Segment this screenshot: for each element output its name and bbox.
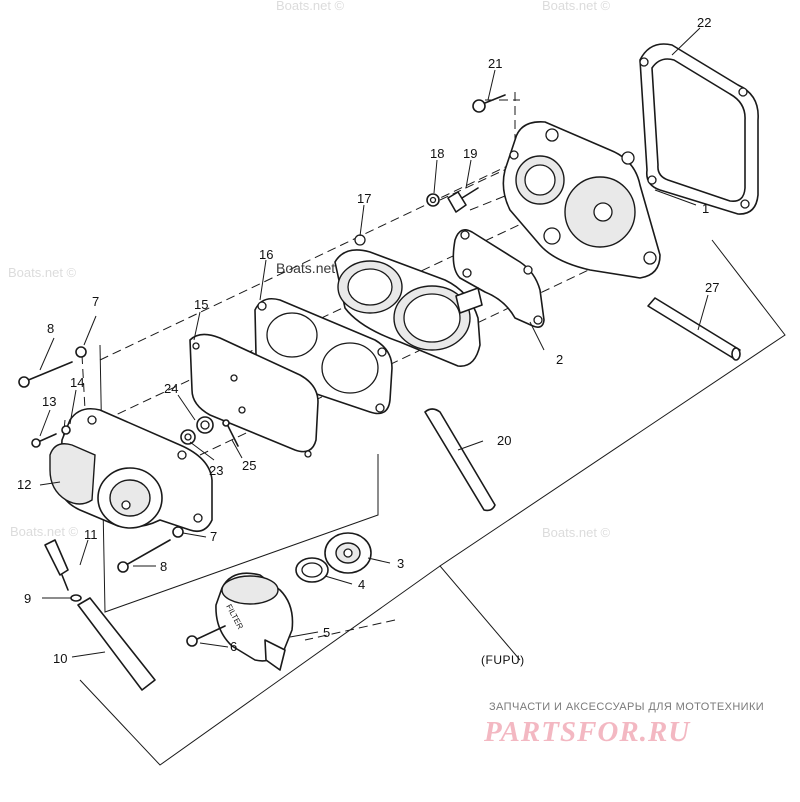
callout-17: 17 xyxy=(357,191,371,206)
callout-19: 19 xyxy=(463,146,477,161)
callout-7-top: 7 xyxy=(92,294,99,309)
callout-18: 18 xyxy=(430,146,444,161)
callout-13: 13 xyxy=(42,394,56,409)
part-14-washer xyxy=(61,425,71,435)
part-12-pump-body xyxy=(49,407,213,533)
part-9-clip xyxy=(70,594,82,602)
callout-6: 6 xyxy=(230,639,237,654)
part-7-washer-bottom xyxy=(172,526,184,538)
part-17-diaphragm-body xyxy=(334,234,483,367)
callout-7-bottom: 7 xyxy=(210,529,217,544)
callout-27: 27 xyxy=(705,280,719,295)
callout-9: 9 xyxy=(24,591,31,606)
part-13-small-screw xyxy=(31,433,57,448)
callout-1: 1 xyxy=(702,201,709,216)
part-3-filter-screen xyxy=(324,532,372,574)
part-19-bolt xyxy=(447,187,479,213)
leader-lines xyxy=(39,27,709,658)
part-8-screw-top xyxy=(18,361,73,388)
callout-3: 3 xyxy=(397,556,404,571)
part-5-filter-cup: FILTER xyxy=(215,572,294,671)
part-6-screw xyxy=(186,625,226,647)
watermark-left: Boats.net © xyxy=(8,265,77,280)
part-7-washer-top xyxy=(75,346,87,358)
part-8-screw-bottom xyxy=(117,539,171,573)
part-21-screw xyxy=(472,94,506,113)
watermark-lower-left: Boats.net © xyxy=(10,524,79,539)
part-4-o-ring xyxy=(295,557,329,583)
assembly-caption: (FUPU) xyxy=(481,653,525,667)
part-27-tube xyxy=(647,297,741,361)
callout-8-top: 8 xyxy=(47,321,54,336)
part-25-pin xyxy=(222,419,239,447)
callout-23: 23 xyxy=(209,463,223,478)
callout-21: 21 xyxy=(488,56,502,71)
callout-20: 20 xyxy=(497,433,511,448)
watermark-top-left: Boats.net © xyxy=(276,0,345,13)
part-15-thin-gasket xyxy=(189,333,319,458)
callout-5: 5 xyxy=(323,625,330,640)
callout-4: 4 xyxy=(358,577,365,592)
callout-14: 14 xyxy=(70,375,84,390)
callout-24: 24 xyxy=(164,381,178,396)
watermark-top-right: Boats.net © xyxy=(542,0,611,13)
part-24-spring xyxy=(196,416,214,434)
callout-16: 16 xyxy=(259,247,273,262)
callout-8-bottom: 8 xyxy=(160,559,167,574)
part-1-pump-cover xyxy=(502,121,661,279)
brand-logo: PARTSFOR.RU xyxy=(484,716,691,748)
part-20-hose xyxy=(424,408,496,512)
callout-labels: 22 1 2 3 4 5 6 7 7 8 8 9 10 11 12 13 14 … xyxy=(17,15,719,667)
part-10-hose xyxy=(77,597,156,691)
part-2-diaphragm-bracket xyxy=(452,229,545,328)
watermark-center-right: Boats.net © xyxy=(542,525,611,540)
callout-25: 25 xyxy=(242,458,256,473)
part-18-nut xyxy=(426,193,440,207)
brand-tagline: ЗАПЧАСТИ И АКСЕССУАРЫ ДЛЯ МОТОТЕХНИКИ xyxy=(489,701,765,713)
part-23-washer xyxy=(180,429,196,445)
watermark-layer: Boats.net © Boats.net © Boats.net © Boat… xyxy=(8,0,611,540)
callout-10: 10 xyxy=(53,651,67,666)
watermark-inline: Boats.net xyxy=(276,260,335,276)
callout-2: 2 xyxy=(556,352,563,367)
callout-12: 12 xyxy=(17,477,31,492)
callout-15: 15 xyxy=(194,297,208,312)
part-22-outer-gasket xyxy=(639,43,759,215)
callout-22: 22 xyxy=(697,15,711,30)
part-16-gasket-plate xyxy=(254,297,393,415)
part-11-fitting xyxy=(44,539,69,591)
callout-11: 11 xyxy=(84,527,98,542)
